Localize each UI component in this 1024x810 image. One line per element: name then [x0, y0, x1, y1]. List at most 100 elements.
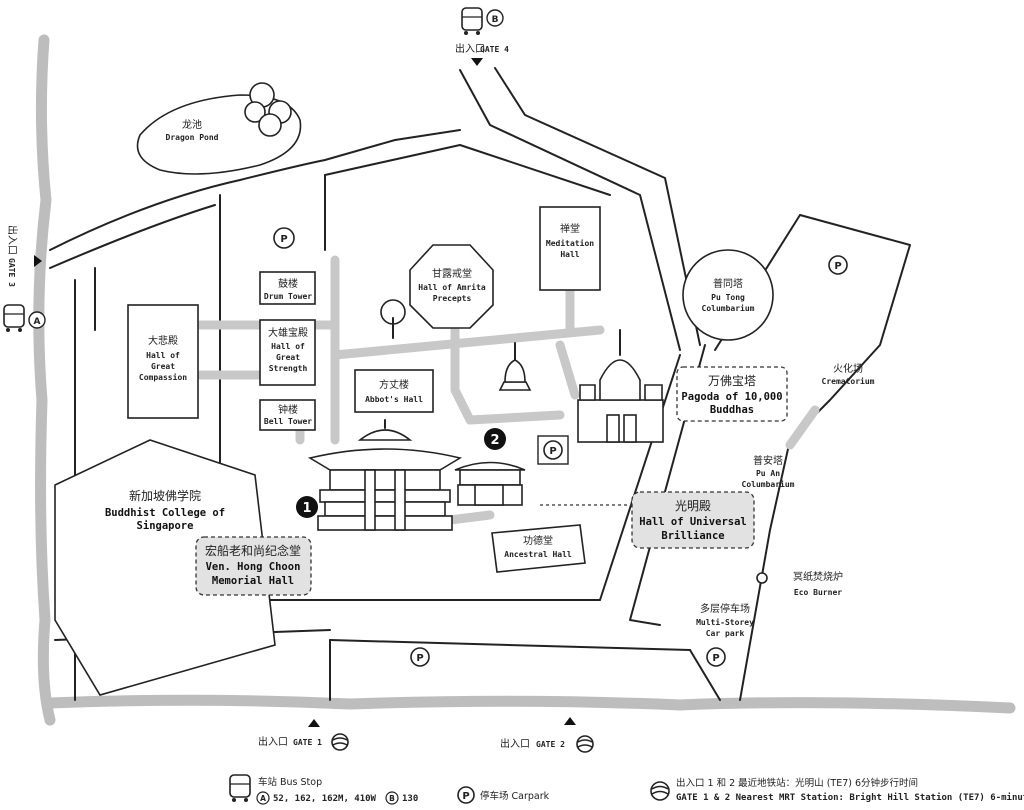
hall-of-great-strength: 大雄宝殿 Hall of Great Strength [259, 319, 316, 386]
gate-4-arrow [471, 58, 483, 66]
marker-2: 2 [484, 428, 506, 450]
legend-bus-a-routes: 52, 162, 162M, 410W [273, 794, 377, 804]
parking-icon: P [457, 786, 475, 804]
pagoda-callout: 万佛宝塔 Pagoda of 10,000 Buddhas [676, 366, 788, 422]
svg-text:GATE 4: GATE 4 [480, 45, 509, 54]
meditation-hall: 禅堂 Meditation Hall [539, 206, 601, 291]
svg-text:大悲殿: 大悲殿 [148, 334, 178, 347]
legend-bus-label: 车站 Bus Stop [258, 776, 322, 788]
gate-1-arrow [308, 719, 320, 727]
svg-text:新加坡佛学院: 新加坡佛学院 [129, 488, 201, 503]
svg-text:Brilliance: Brilliance [661, 530, 724, 542]
svg-text:Crematorium: Crematorium [822, 376, 875, 386]
svg-text:出入口: 出入口 [500, 737, 530, 750]
svg-text:普安塔: 普安塔 [753, 454, 783, 467]
gate-4: B 出入口 GATE 4 [455, 7, 509, 66]
drum-tower: 鼓楼 Drum Tower [259, 271, 316, 305]
parking-icon: P [706, 647, 726, 667]
svg-text:Memorial Hall: Memorial Hall [212, 575, 294, 587]
marker-1: 1 [296, 496, 318, 518]
crematorium: 火化场 Crematorium [822, 362, 875, 386]
svg-text:出入口: 出入口 [258, 735, 288, 748]
dragon-pond-zh: 龙池 [182, 118, 202, 131]
dragon-pond-en: Dragon Pond [166, 133, 219, 142]
gate-1: 出入口 GATE 1 [258, 719, 349, 751]
parking-icon: P [273, 227, 295, 249]
svg-text:Hall of: Hall of [146, 351, 180, 360]
svg-text:Great: Great [151, 362, 175, 371]
svg-text:大雄宝殿: 大雄宝殿 [268, 326, 308, 339]
gate-2: 出入口 GATE 2 [500, 717, 594, 753]
svg-text:Buddhas: Buddhas [710, 404, 754, 416]
svg-text:Abbot's Hall: Abbot's Hall [365, 395, 423, 404]
svg-text:B: B [492, 15, 499, 25]
memorial-hall-building [307, 419, 463, 531]
hall-of-great-compassion: 大悲殿 Hall of Great Compassion [127, 304, 199, 419]
walkways [195, 255, 820, 525]
parking-icon: P [410, 647, 430, 667]
svg-text:B: B [389, 794, 395, 803]
bus-icon [3, 304, 25, 332]
svg-text:Singapore: Singapore [137, 520, 194, 532]
svg-text:P: P [280, 234, 287, 245]
hall-of-amrita-precepts: 甘露戒堂 Hall of Amrita Precepts [409, 244, 494, 329]
svg-text:Ven. Hong Choon: Ven. Hong Choon [206, 561, 301, 573]
svg-text:方丈楼: 方丈楼 [379, 378, 409, 391]
svg-text:光明殿: 光明殿 [675, 499, 711, 513]
svg-text:Buddhist College of: Buddhist College of [105, 507, 225, 519]
svg-text:Compassion: Compassion [139, 372, 187, 382]
gate-2-arrow [564, 717, 576, 725]
svg-text:甘露戒堂: 甘露戒堂 [432, 267, 472, 280]
legend-mrt-en: GATE 1 & 2 Nearest MRT Station: Bright H… [676, 792, 1024, 803]
svg-text:A: A [260, 794, 266, 803]
svg-text:多层停车场: 多层停车场 [700, 602, 750, 615]
svg-text:Precepts: Precepts [433, 294, 472, 303]
tree-icon [380, 299, 406, 339]
bus-icon [461, 7, 483, 35]
west-boundary-wall [33, 34, 56, 726]
gate-3: 出入口 GATE 3 A [3, 225, 46, 332]
svg-text:GATE 2: GATE 2 [536, 740, 565, 749]
svg-text:Hall: Hall [560, 250, 579, 259]
svg-text:Hall of Universal: Hall of Universal [639, 516, 746, 528]
pu-an-columbarium: 普安塔 Pu An Columbarium [742, 454, 795, 489]
pagoda-of-10000-buddhas [577, 329, 664, 443]
svg-text:P: P [462, 791, 469, 802]
svg-text:Columbarium: Columbarium [742, 479, 795, 489]
svg-text:冥纸焚烧炉: 冥纸焚烧炉 [793, 570, 843, 583]
eco-burner: 冥纸焚烧炉 Eco Burner [756, 570, 843, 597]
svg-text:P: P [834, 261, 841, 272]
svg-text:Bell Tower: Bell Tower [264, 417, 312, 426]
bus-icon [229, 774, 251, 802]
mrt-icon [576, 735, 594, 753]
mrt-icon [650, 781, 670, 801]
svg-text:万佛宝塔: 万佛宝塔 [708, 374, 756, 388]
svg-text:Columbarium: Columbarium [702, 303, 755, 313]
buddhist-college: 新加坡佛学院 Buddhist College of Singapore [54, 439, 276, 696]
south-boundary-wall [44, 694, 1016, 714]
svg-text:Pagoda of 10,000: Pagoda of 10,000 [681, 391, 782, 403]
svg-text:出入口: 出入口 [455, 42, 485, 55]
universal-brilliance-callout: 光明殿 Hall of Universal Brilliance [631, 491, 755, 549]
parking-icon: P [537, 435, 569, 465]
svg-text:Pu An: Pu An [756, 469, 780, 478]
svg-text:鼓楼: 鼓楼 [278, 277, 298, 290]
multi-storey-car-park: 多层停车场 Multi-Storey Car park [696, 602, 754, 638]
svg-text:Meditation: Meditation [546, 238, 594, 248]
svg-text:普同塔: 普同塔 [713, 277, 743, 290]
dragon-pond: 龙池 Dragon Pond [136, 82, 302, 175]
bell-tower: 钟楼 Bell Tower [259, 399, 316, 431]
svg-text:Strength: Strength [269, 364, 308, 373]
legend: 车站 Bus Stop A 52, 162, 162M, 410W B 130 … [229, 774, 1024, 805]
svg-text:GATE 3: GATE 3 [7, 258, 16, 287]
svg-text:Ancestral Hall: Ancestral Hall [504, 550, 572, 559]
svg-text:钟楼: 钟楼 [278, 403, 298, 416]
svg-text:Eco Burner: Eco Burner [794, 588, 842, 597]
legend-bus-b-routes: 130 [402, 794, 418, 804]
svg-text:P: P [712, 653, 719, 664]
legend-mrt-zh: 出入口 1 和 2 最近地铁站：光明山 (TE7) 6分钟步行时间 [676, 777, 918, 789]
svg-text:功德堂: 功德堂 [523, 534, 553, 547]
memorial-hall-callout: 宏船老和尚纪念堂 Ven. Hong Choon Memorial Hall [195, 536, 312, 596]
svg-text:1: 1 [302, 501, 311, 516]
svg-text:Multi-Storey: Multi-Storey [696, 617, 754, 627]
